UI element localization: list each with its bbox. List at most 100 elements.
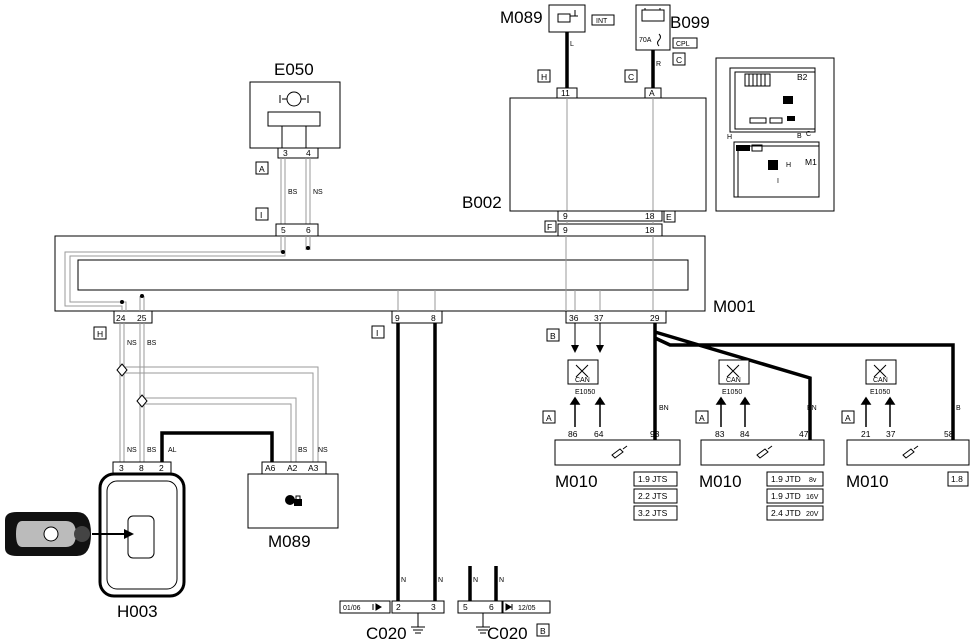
- b099-label: B099: [670, 13, 710, 32]
- from-arrow-icon: [372, 603, 382, 611]
- connector-tag-label: H: [541, 72, 547, 82]
- connector-tag-label: E: [666, 212, 672, 222]
- m001-internal-wires: [397, 236, 654, 311]
- wire-color: R: [656, 61, 661, 68]
- connector-tag-label: I: [260, 210, 262, 220]
- connector-tag-label: I: [376, 328, 378, 338]
- wire-color: NS: [127, 447, 137, 454]
- connector-tag-label: F: [547, 222, 552, 232]
- c020-b-component: 5 6 12/05 C020 B: [457, 600, 551, 641]
- pin: A3: [308, 463, 319, 473]
- c020-a-label: C020: [366, 624, 407, 641]
- m010-b-component: CAN E1050 A 83 84 47 M010 1.9 JTD 8v 1.9…: [695, 359, 825, 521]
- e050-wires: [280, 158, 311, 224]
- connector-tag: [695, 410, 709, 424]
- date-to: 12/05: [518, 605, 536, 612]
- connector-tag: [546, 328, 560, 342]
- h003-label: H003: [117, 602, 158, 621]
- connector-tag-label: C: [676, 55, 682, 65]
- cpl-tag-text: CPL: [676, 41, 690, 48]
- to-arrow-icon: [505, 603, 513, 611]
- can-text: CAN: [575, 377, 590, 384]
- e050-connector: [277, 147, 319, 159]
- wire-color: BN: [807, 405, 817, 412]
- connector-tag: [536, 623, 550, 637]
- pin: 36: [569, 313, 579, 323]
- wire-color: AL: [168, 447, 177, 454]
- connector-tag: [537, 69, 551, 83]
- m089-top-box: [548, 4, 586, 33]
- can-text: CAN: [873, 377, 888, 384]
- inset-label: B: [797, 133, 802, 140]
- pin: 2: [396, 602, 401, 612]
- m001-label: M001: [713, 297, 756, 316]
- injector-icon: [611, 445, 628, 459]
- connector-tag: [93, 326, 107, 340]
- injector-icon: [756, 445, 773, 459]
- connector-tag: [624, 69, 638, 83]
- pin: A: [649, 88, 655, 98]
- pin: 21: [861, 429, 871, 439]
- inset-label: C: [806, 131, 811, 138]
- e1050-c-label: E1050: [870, 389, 890, 396]
- pin: 9: [395, 313, 400, 323]
- b099-component: B099 70A CPL C: [635, 4, 710, 66]
- ground-wires: [468, 566, 498, 601]
- version-label: 1.9 JTD: [771, 474, 801, 484]
- connector-tag-label: A: [845, 413, 851, 423]
- m010-c-component: CAN E1050 A 21 37 58 M010 1.8: [841, 359, 970, 491]
- h003-wires: [119, 323, 145, 462]
- date-from-tag: [339, 600, 391, 614]
- pin: 9: [563, 225, 568, 235]
- pin: 5: [463, 602, 468, 612]
- date-to-tag: [502, 600, 551, 614]
- cpl-tag: [672, 37, 698, 49]
- e050-label: E050: [274, 60, 314, 79]
- c020-b-label: C020: [487, 624, 528, 641]
- m010-c-box: [846, 439, 970, 466]
- version-label: 2.4 JTD: [771, 508, 801, 518]
- int-tag-text: INT: [596, 18, 608, 25]
- key-icon: [5, 512, 134, 556]
- splice-icon: [116, 363, 128, 377]
- m089-top-label: M089: [500, 8, 543, 27]
- m010-a-box: [554, 439, 681, 466]
- pin: 18: [645, 211, 655, 221]
- pin: 29: [650, 313, 660, 323]
- c020-a-component: 01/06 2 3 C020: [339, 600, 445, 641]
- m001-component: M001 5 6 9 18 24 25 9 8 36 37 29: [54, 223, 756, 324]
- wire-color: BN: [659, 405, 669, 412]
- battery-icon: [641, 8, 665, 22]
- int-tag: [591, 14, 615, 26]
- pin: 5: [281, 225, 286, 235]
- immobilizer-icon: [285, 495, 302, 506]
- pin: 8: [431, 313, 436, 323]
- connector-tag: [542, 410, 556, 424]
- pin: A6: [265, 463, 276, 473]
- m001-internal-wires: [64, 236, 311, 311]
- e1050-a-label: E1050: [575, 389, 595, 396]
- version-label: 2.2 JTS: [638, 491, 668, 501]
- pin: 47: [799, 429, 809, 439]
- pin: 4: [306, 148, 311, 158]
- pin: 64: [594, 429, 604, 439]
- m089-bottom-component: A6 A2 A3 M089: [247, 461, 339, 551]
- version-label: 1.9 JTD: [771, 491, 801, 501]
- inset-label: H: [786, 162, 791, 169]
- version-sublabel: 8v: [809, 477, 817, 484]
- pin: 58: [944, 429, 954, 439]
- m010-a-component: CAN E1050 A 86 64 93 M010 1.9 JTS 2.2 JT…: [542, 359, 681, 521]
- pin: 84: [740, 429, 750, 439]
- ground-icon: [476, 613, 490, 634]
- wire-color: BS: [147, 340, 157, 347]
- wire-color: N: [499, 577, 504, 584]
- pin: 11: [561, 88, 570, 98]
- fuse-icon: [657, 33, 661, 47]
- pin: 25: [137, 313, 147, 323]
- pin: 83: [715, 429, 725, 439]
- wire-color: BS: [288, 189, 298, 196]
- inset-m1-label: M1: [805, 157, 817, 167]
- wire-color: N: [401, 577, 406, 584]
- wire-color: NS: [313, 189, 323, 196]
